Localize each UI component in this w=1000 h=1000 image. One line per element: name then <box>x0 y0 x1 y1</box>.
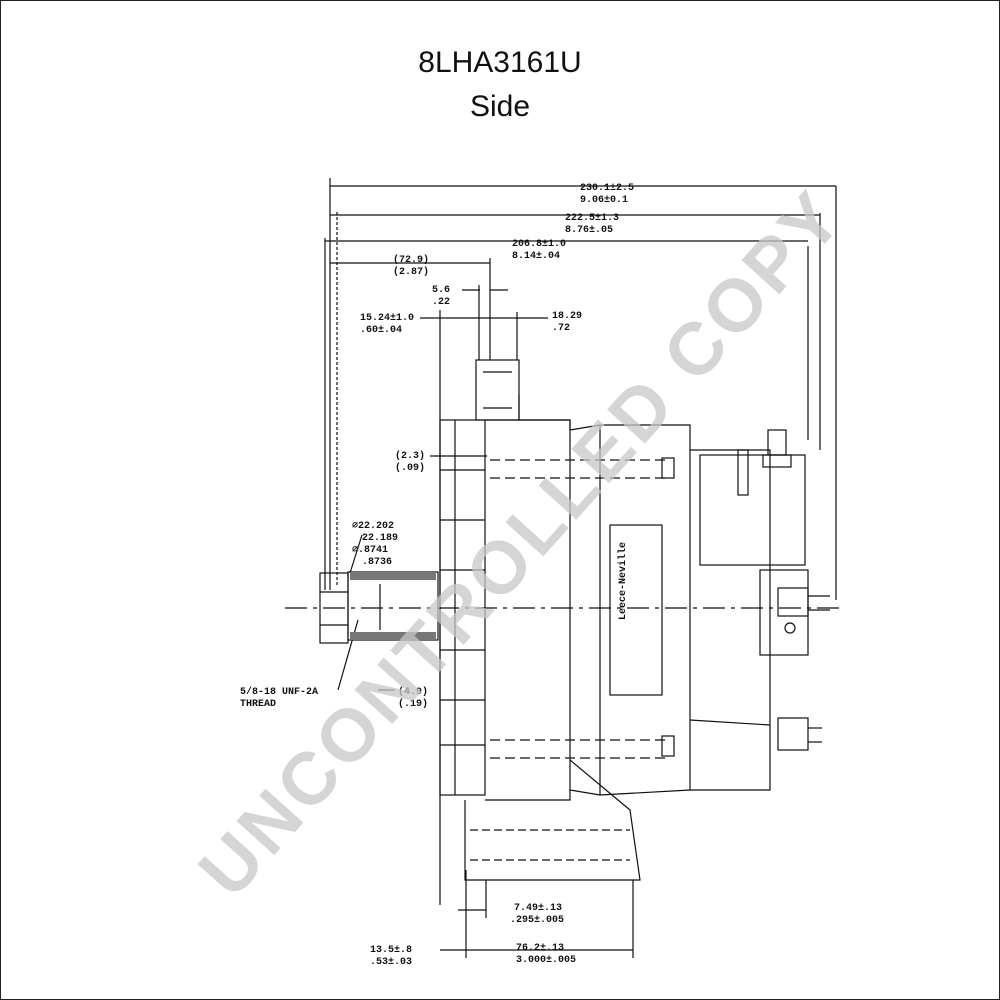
dim-shaft-dia-in-max: ⌀.8741 <box>352 545 388 556</box>
dim-overall-2-mm: 222.5±1.3 <box>565 213 619 224</box>
dim-shaft-ext-in: (2.87) <box>393 266 429 278</box>
dim-flange-left-in: .53±.03 <box>370 957 412 968</box>
dim-mount-offset-mm: 7.49±.13 <box>514 903 562 914</box>
dim-shaft-dia-mm-min: 22.189 <box>362 533 398 544</box>
dim-shaft-small-mm: (4.9) <box>398 686 428 698</box>
brand-label: Leece-Neville <box>617 542 629 620</box>
dim-mount-width-mm: 76.2±.13 <box>516 943 564 954</box>
dim-pulley-right-mm: 18.29 <box>552 311 582 322</box>
dim-overall-3-mm: 206.8±1.0 <box>512 239 566 250</box>
dim-pulley-left-mm: 15.24±1.0 <box>360 313 414 324</box>
dim-thread-spec: 5/8-18 UNF-2A <box>240 686 318 698</box>
dim-shaft-dia-mm-max: ⌀22.202 <box>352 521 394 532</box>
dim-overall-1-in: 9.06±0.1 <box>580 195 628 206</box>
dim-shaft-ext-mm: (72.9) <box>393 254 429 266</box>
dim-hub-in: .22 <box>432 297 450 308</box>
watermark: UNCONTROLLED COPY <box>183 174 860 912</box>
dim-fan-gap-in: (.09) <box>395 462 425 474</box>
dim-shaft-dia-in-min: .8736 <box>362 557 392 568</box>
dim-pulley-left-in: .60±.04 <box>360 325 402 336</box>
dim-thread-label: THREAD <box>240 699 276 710</box>
view-label: Side <box>469 90 531 123</box>
dim-hub-mm: 5.6 <box>432 285 450 296</box>
part-number: 8LHA3161U <box>418 46 582 79</box>
dim-flange-left-mm: 13.5±.8 <box>370 945 412 956</box>
dim-overall-3-in: 8.14±.04 <box>512 251 560 262</box>
dim-pulley-right-in: .72 <box>552 323 570 334</box>
dim-overall-2-in: 8.76±.05 <box>565 225 613 236</box>
dim-mount-offset-in: .295±.005 <box>510 915 564 926</box>
dim-mount-width-in: 3.000±.005 <box>516 955 576 966</box>
dim-overall-1-mm: 230.1±2.5 <box>580 183 634 194</box>
dim-fan-gap-mm: (2.3) <box>395 450 425 462</box>
dim-shaft-small-in: (.19) <box>398 698 428 710</box>
